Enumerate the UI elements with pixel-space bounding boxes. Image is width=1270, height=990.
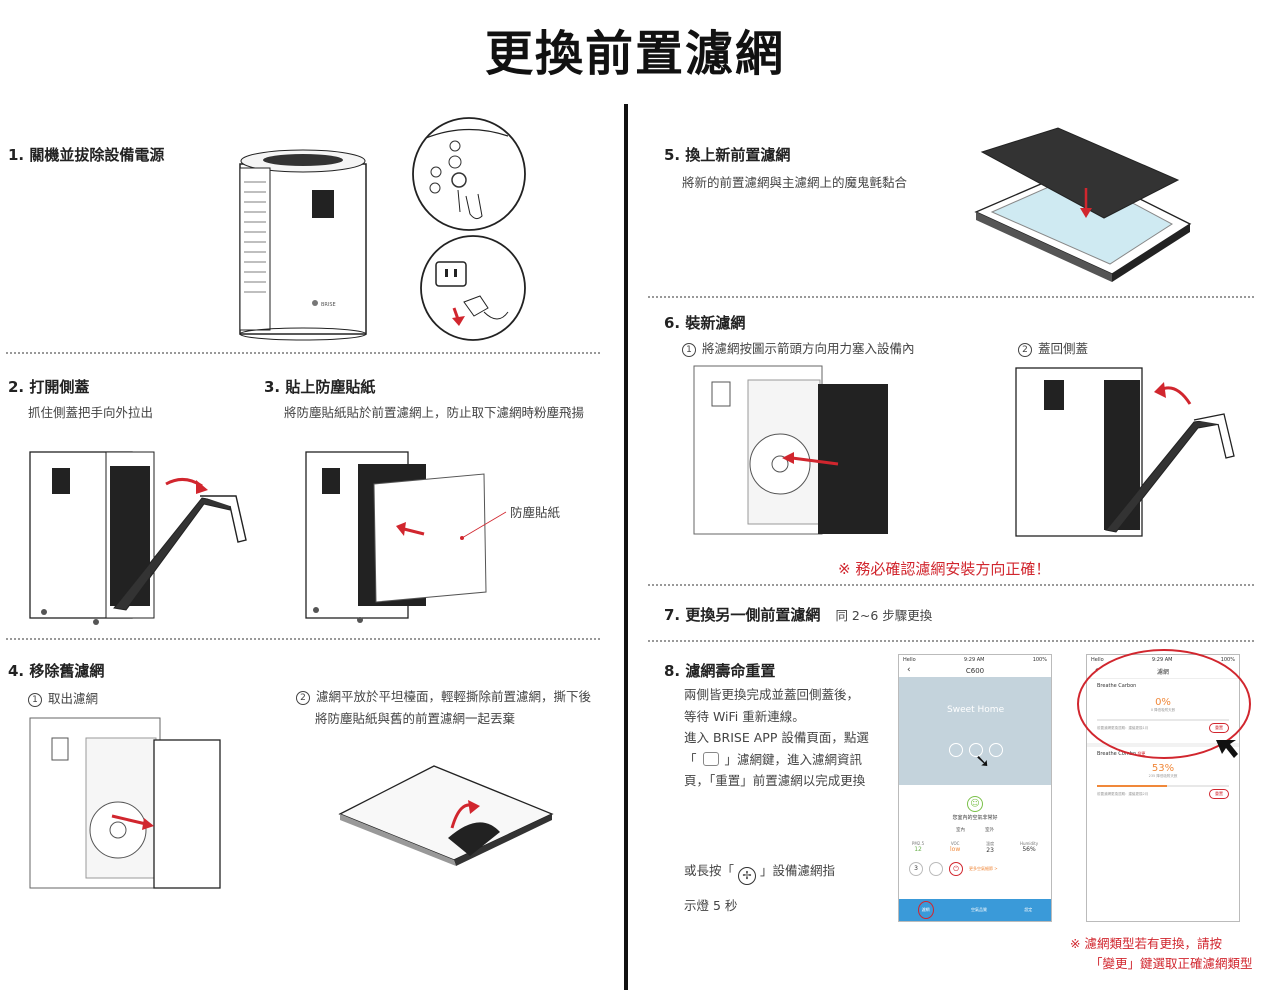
step-6-insert-illustration [693, 365, 888, 535]
bottom-tab-bar: 濾網 空氣品質 設定 [899, 899, 1051, 921]
power-icon[interactable]: ⏻ [949, 862, 963, 876]
section-divider [6, 352, 600, 354]
pointer-icon: ➘ [975, 751, 991, 772]
reset-button[interactable]: 重置 [1209, 789, 1229, 799]
step-number-badge: 1 [682, 343, 696, 357]
step-number-badge: 2 [1018, 343, 1032, 357]
step-1-illustration: BRISE [239, 117, 526, 341]
column-divider [624, 104, 628, 990]
tab-settings[interactable]: 設定 [1024, 907, 1033, 912]
fan-indicator-icon: ✢ [738, 867, 757, 885]
step-5-heading: 5. 換上新前置濾網 [664, 146, 791, 164]
install-direction-warning: ※ 務必確認濾網安裝方向正確！ [838, 560, 1051, 578]
mode-icon[interactable] [949, 743, 963, 757]
filter-icon[interactable] [969, 743, 983, 757]
air-purifier-drawing: BRISE [239, 149, 367, 341]
filter-progress-combo [1097, 785, 1229, 787]
tab-outdoor[interactable]: 室外 [985, 828, 994, 833]
step-2-illustration [29, 451, 247, 625]
step-7-heading: 7. 更換另一側前置濾網 [664, 606, 821, 624]
page-title: 更換前置濾網 [484, 26, 785, 82]
mode-level-indicator: 3 [909, 862, 923, 876]
section-divider [6, 638, 600, 640]
highlight-annotation [1077, 649, 1251, 759]
fan-speed-icon [929, 862, 943, 876]
step-3-description: 將防塵貼紙貼於前置濾網上，防止取下濾網時粉塵飛揚 [284, 405, 585, 420]
step-5-description: 將新的前置濾網與主濾網上的魔鬼氈黏合 [682, 175, 908, 190]
step-6-close-illustration [1015, 367, 1235, 537]
tab-filter[interactable]: 濾網 [917, 901, 934, 919]
step-7-note: 同 2~6 步驟更換 [835, 608, 933, 623]
smile-icon: ☺ [967, 796, 983, 812]
device-title: C600 [965, 667, 985, 675]
back-icon[interactable]: ‹ [907, 665, 911, 675]
tab-indoor[interactable]: 室內 [956, 828, 965, 833]
section-divider [648, 584, 1254, 586]
filter-key-icon [702, 751, 719, 766]
step-3-illustration [305, 451, 507, 623]
section-divider [648, 640, 1254, 642]
step-3-heading: 3. 貼上防塵貼紙 [264, 378, 376, 396]
dust-sticker-label: 防塵貼紙 [510, 505, 561, 520]
filter-card-combo: Breathe Combo 變更 53% 235 降低吸附天數 前置濾網更換週期… [1087, 747, 1239, 803]
change-button[interactable]: 變更 [1137, 751, 1146, 756]
step-4-remove-illustration [29, 717, 221, 889]
step-4-heading: 4. 移除舊濾網 [8, 662, 105, 680]
step-8-instructions: 兩側皆更換完成並蓋回側蓋後， 等待 WiFi 重新連線。 進入 BRISE AP… [684, 687, 869, 788]
step-6-heading: 6. 裝新濾網 [664, 314, 746, 332]
step-8-heading: 8. 濾網壽命重置 [664, 662, 776, 680]
reset-button[interactable]: 重置 [1209, 723, 1229, 733]
home-photo: Sweet Home ➘ [899, 677, 1051, 785]
step-1-heading: 1. 關機並拔除設備電源 [8, 146, 165, 164]
svg-text:BRISE: BRISE [321, 302, 336, 308]
step-2-description: 抓住側蓋把手向外拉出 [28, 405, 154, 420]
zoom-control-panel [412, 117, 526, 231]
filter-type-note: ※ 濾網類型若有更換，請按 「變更」鍵選取正確濾網類型 [1070, 936, 1253, 971]
step-number-badge: 1 [28, 693, 42, 707]
step-8-long-press: 或長按「✢」設備濾網指 示燈 5 秒 [684, 863, 836, 913]
step-4-peel-illustration [338, 765, 554, 866]
step-7: 7. 更換另一側前置濾網 同 2~6 步驟更換 [664, 604, 932, 625]
step-5-illustration [974, 127, 1192, 282]
filter-progress-carbon [1097, 719, 1229, 721]
fan-icon[interactable] [989, 743, 1003, 757]
step-2-heading: 2. 打開側蓋 [8, 378, 90, 396]
filter-card-carbon: Breathe Carbon 0% 0 降低吸附天數 前置濾網更換週期：建議更換… [1087, 679, 1239, 737]
tab-air-quality[interactable]: 空氣品質 [970, 907, 987, 912]
filter-page-title: 濾網 [1156, 669, 1169, 676]
more-details-link[interactable]: 更多空氣細節 > [969, 866, 998, 871]
section-divider [648, 296, 1254, 298]
step-number-badge: 2 [296, 691, 310, 705]
zoom-power-plug [420, 235, 526, 341]
